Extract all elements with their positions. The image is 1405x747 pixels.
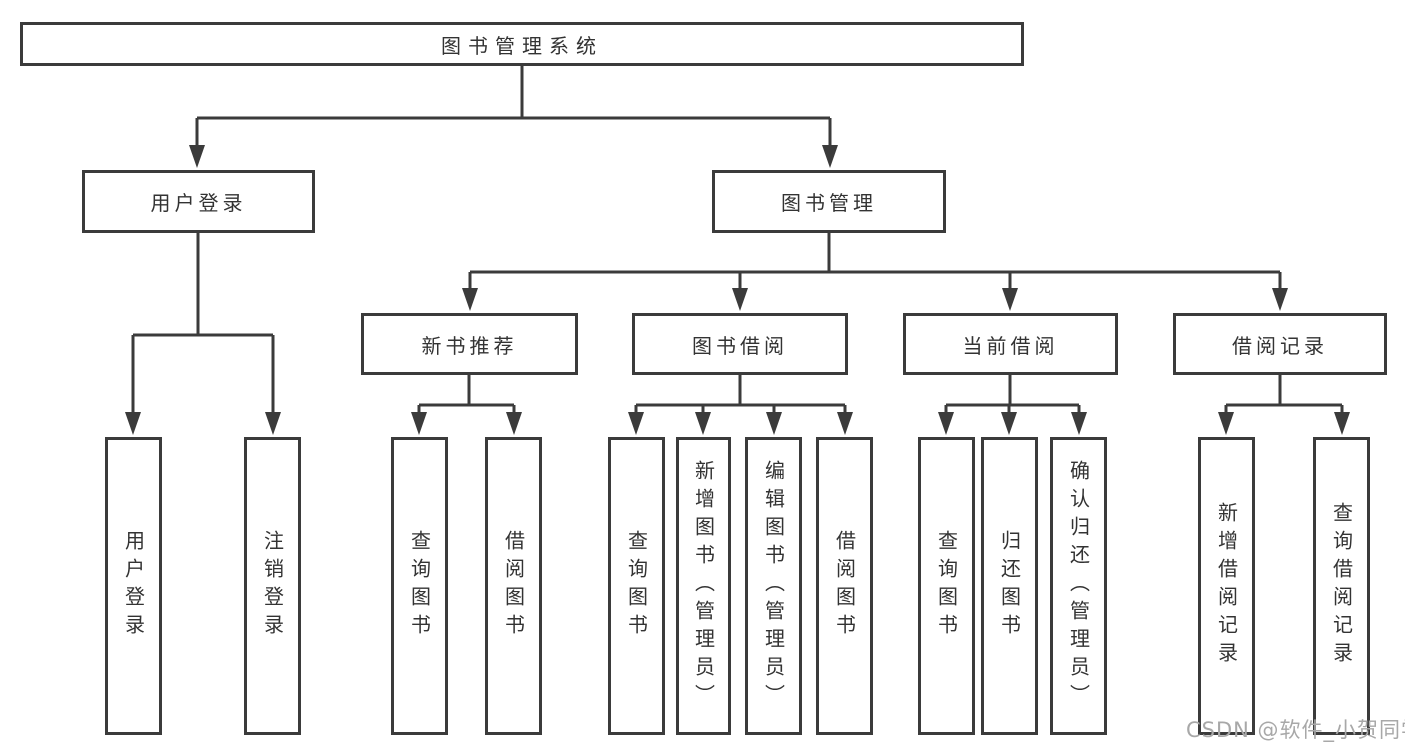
leaf-confirm-return-admin: 确认归还（管理员） xyxy=(1050,437,1107,735)
node-borrow-records: 借阅记录 xyxy=(1173,313,1387,375)
leaf-user-login: 用户登录 xyxy=(105,437,162,735)
node-user-login-group: 用户登录 xyxy=(82,170,315,233)
leaf-add-borrow-record: 新增借阅记录 xyxy=(1198,437,1255,735)
leaf-add-books-admin: 新增图书（管理员） xyxy=(676,437,731,735)
csdn-watermark: CSDN @软件_小贺同学 xyxy=(1186,718,1405,742)
leaf-return-books: 归还图书 xyxy=(981,437,1038,735)
leaf-query-books-borrow: 查询图书 xyxy=(608,437,665,735)
node-library-management-system: 图书管理系统 xyxy=(20,22,1024,66)
leaf-borrow-books-recommend: 借阅图书 xyxy=(485,437,542,735)
leaf-query-borrow-record: 查询借阅记录 xyxy=(1313,437,1370,735)
leaf-borrow-books: 借阅图书 xyxy=(816,437,873,735)
node-new-book-recommend: 新书推荐 xyxy=(361,313,578,375)
node-book-management: 图书管理 xyxy=(712,170,946,233)
leaf-query-books-current: 查询图书 xyxy=(918,437,975,735)
leaf-query-books-recommend: 查询图书 xyxy=(391,437,448,735)
node-book-borrow: 图书借阅 xyxy=(632,313,848,375)
node-current-borrow: 当前借阅 xyxy=(903,313,1118,375)
leaf-logout: 注销登录 xyxy=(244,437,301,735)
leaf-edit-books-admin: 编辑图书（管理员） xyxy=(745,437,802,735)
